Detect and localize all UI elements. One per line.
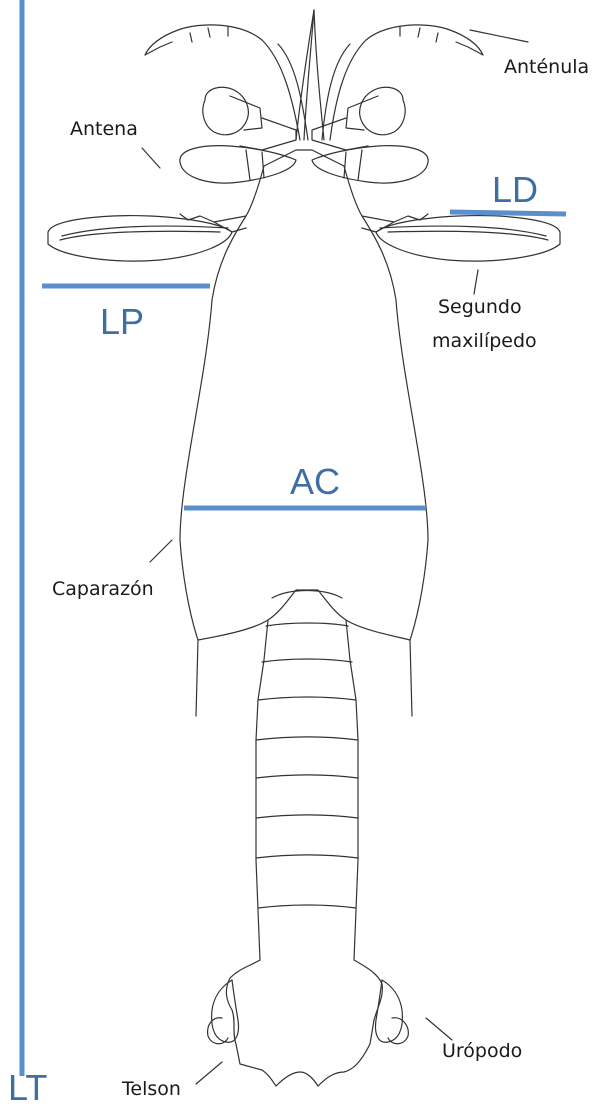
carapace bbox=[180, 166, 428, 716]
eye-left bbox=[203, 87, 296, 150]
measure-label-lp: LP bbox=[100, 304, 144, 340]
leader-maxilipedo bbox=[474, 270, 478, 294]
antenna-scale-right bbox=[312, 146, 428, 183]
telson-uropods bbox=[208, 960, 409, 1086]
label-caparazon: Caparazón bbox=[52, 580, 154, 599]
antennule-left bbox=[145, 10, 314, 140]
abdomen bbox=[256, 591, 358, 961]
antenna-scale-left bbox=[180, 146, 296, 183]
label-maxilipedo: maxilípedo bbox=[432, 332, 537, 351]
measure-label-ac: AC bbox=[290, 464, 340, 500]
label-telson: Telson bbox=[122, 1080, 181, 1099]
rostrum bbox=[264, 150, 344, 166]
label-antenula: Anténula bbox=[504, 58, 589, 77]
measure-label-lt: LT bbox=[8, 1070, 47, 1106]
leader-uropodo bbox=[426, 1018, 452, 1040]
leader-caparazon bbox=[150, 540, 172, 562]
maxilliped-left bbox=[48, 214, 246, 261]
measure-label-ld: LD bbox=[492, 172, 538, 208]
leader-antenula bbox=[470, 30, 528, 42]
maxilliped-right bbox=[362, 214, 560, 261]
label-uropodo: Urópodo bbox=[442, 1042, 522, 1061]
leader-antena bbox=[142, 148, 160, 168]
eye-right bbox=[312, 87, 405, 150]
leader-telson bbox=[196, 1062, 222, 1084]
label-antena: Antena bbox=[70, 120, 138, 139]
label-segundo: Segundo bbox=[438, 298, 522, 317]
measure-line-ld bbox=[450, 212, 566, 214]
